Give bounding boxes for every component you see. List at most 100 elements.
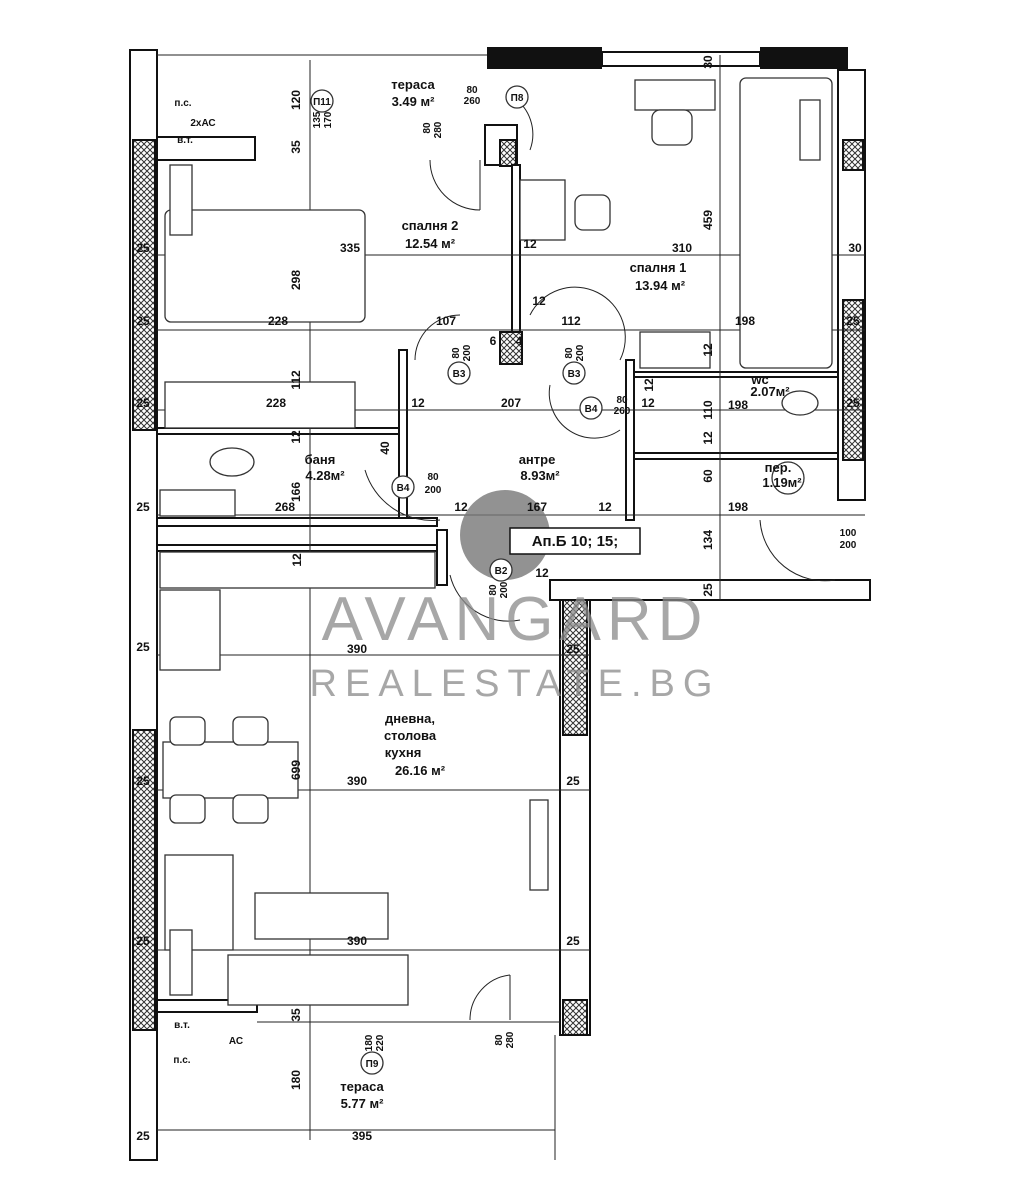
door-size: 135 — [312, 111, 323, 128]
dimension-label: 395 — [352, 1129, 372, 1143]
dimension-label: 390 — [347, 642, 367, 656]
door-size: 260 — [614, 406, 631, 417]
dimension-label: 459 — [701, 210, 715, 230]
watermark-line2: REALESTATE.BG — [310, 663, 721, 705]
dimension-label: 12 — [701, 431, 715, 445]
door-size: 80 — [466, 85, 478, 96]
dimension-label: 12 — [598, 500, 612, 514]
door-size: 180 — [364, 1034, 375, 1051]
marker: П8 — [511, 93, 524, 104]
dimension-label: 112 — [561, 314, 581, 328]
dimension-label: 12 — [290, 553, 304, 567]
door-size: 100 — [840, 528, 857, 539]
door-size: 220 — [375, 1034, 386, 1051]
dimension-label: 228 — [266, 396, 286, 410]
dimension-label: 180 — [289, 1070, 303, 1090]
room-area: 1.19м² — [762, 475, 802, 490]
dimension-label: 390 — [347, 934, 367, 948]
dimension-label: 25 — [136, 314, 150, 328]
walls — [129, 47, 871, 1161]
door-size: 200 — [462, 344, 473, 361]
note: в.т. — [177, 135, 193, 146]
furniture — [159, 77, 833, 1006]
dimension-label: 12 — [641, 396, 655, 410]
dimension-label: 12 — [535, 566, 549, 580]
apartment-label: Ап.Б 10; 15; — [532, 533, 619, 550]
dimension-label: 60 — [701, 469, 715, 483]
door-size: 80 — [616, 395, 628, 406]
room-name: дневна, — [385, 711, 435, 726]
room-name: антре — [519, 452, 556, 467]
room-name: кухня — [385, 745, 422, 760]
dimension-label: 198 — [728, 500, 748, 514]
room-labels: тераса 3.49 м² спалня 2 12.54 м² спалня … — [305, 77, 803, 1111]
dimension-label: 25 — [566, 934, 580, 948]
dimension-label: 120 — [289, 90, 303, 110]
radiator — [169, 164, 193, 236]
dimension-label: 112 — [289, 370, 303, 390]
dimension-label: 30 — [848, 241, 862, 255]
marker: В3 — [568, 369, 581, 380]
room-area: 2.07м² — [750, 384, 790, 399]
marker: В4 — [585, 404, 598, 415]
dimension-label: 134 — [701, 530, 715, 550]
desk — [519, 179, 566, 241]
room-name: баня — [305, 452, 336, 467]
door-size: 200 — [840, 540, 857, 551]
chair — [574, 194, 611, 231]
desk — [634, 79, 716, 111]
room-name: спалня 1 — [630, 260, 687, 275]
washing-machine — [771, 461, 805, 495]
dimension-label: 12 — [523, 237, 537, 251]
dimension-label: 25 — [136, 640, 150, 654]
door-size: 80 — [494, 1034, 505, 1046]
dimension-label: 198 — [735, 314, 755, 328]
toilet — [781, 390, 819, 416]
room-name: тераса — [391, 77, 435, 92]
radiator — [169, 929, 193, 996]
wardrobe — [164, 381, 356, 429]
dining-table — [162, 741, 299, 799]
room-area: 13.94 м² — [635, 278, 686, 293]
door-size: 200 — [425, 485, 442, 496]
door-size: 80 — [427, 472, 439, 483]
dimensions-vertical: 1203529811212166126993518030459121101260… — [289, 55, 715, 1090]
dimension-label: 12 — [454, 500, 468, 514]
radiator — [799, 99, 821, 161]
marker: П9 — [366, 1059, 379, 1070]
note: 2хАС — [190, 118, 215, 129]
dimension-label: 25 — [136, 500, 150, 514]
room-area: 8.93м² — [520, 468, 560, 483]
dimension-label: 25 — [566, 774, 580, 788]
door-size: 280 — [433, 121, 444, 138]
dimension-label: 390 — [347, 774, 367, 788]
dimension-label: 12 — [411, 396, 425, 410]
dimension-label: 166 — [289, 482, 303, 502]
dimension-label: 228 — [268, 314, 288, 328]
room-area: 26.16 м² — [395, 763, 446, 778]
dimension-label: 268 — [275, 500, 295, 514]
watermark-logo-icon — [460, 490, 550, 580]
door-size: 80 — [564, 347, 575, 359]
dimension-label: 12 — [289, 430, 303, 444]
kitchen-counter — [159, 589, 221, 671]
door-markers: П11 П8 В3 В3 В4 В4 В2 П9 п.с. 2хАС в.т. … — [173, 85, 603, 1075]
note: п.с. — [173, 1055, 190, 1066]
door-size: 80 — [488, 584, 499, 596]
sofa — [227, 954, 409, 1006]
room-area: 3.49 м² — [392, 94, 436, 109]
note: п.с. — [174, 98, 191, 109]
dimension-label: 25 — [846, 396, 860, 410]
room-name: спалня 2 — [402, 218, 459, 233]
door-size: 200 — [575, 344, 586, 361]
watermark-line1: AVANGARD — [322, 585, 709, 654]
dimension-label: 298 — [289, 270, 303, 290]
door-sizes: 80 260 80 280 80 200 80 200 80 260 80 20… — [312, 85, 857, 1051]
marker: В3 — [453, 369, 466, 380]
dimension-label: 25 — [136, 241, 150, 255]
dimension-label: 35 — [289, 140, 303, 154]
dimension-label: 167 — [527, 500, 547, 514]
dimension-label: 4 — [516, 334, 523, 348]
